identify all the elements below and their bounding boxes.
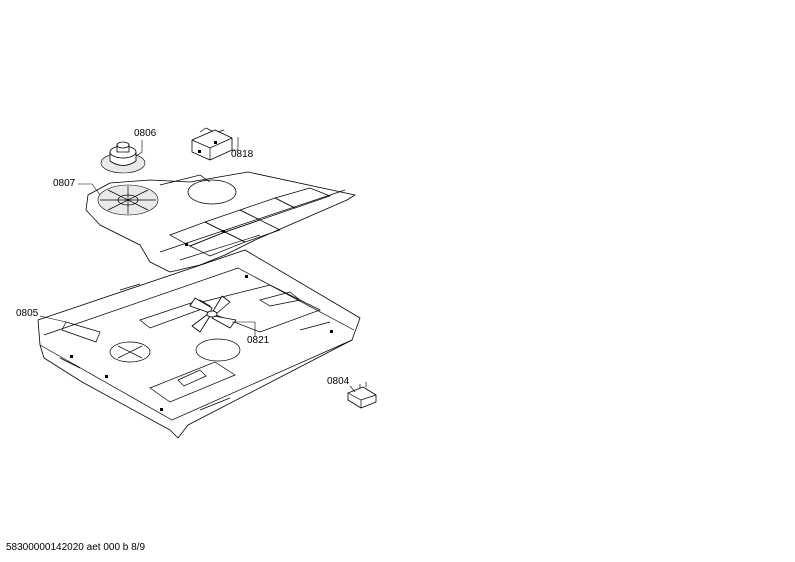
fan-housing-0807 <box>85 171 356 273</box>
callout-0807: 0807 <box>53 178 76 189</box>
callout-0804: 0804 <box>327 376 350 387</box>
fan-blade-0821 <box>189 295 237 333</box>
motor-0806 <box>100 141 146 174</box>
callout-0821: 0821 <box>247 335 270 346</box>
callout-0805: 0805 <box>16 308 39 319</box>
leader-0805 <box>39 315 67 323</box>
callout-0806: 0806 <box>134 128 157 139</box>
leader-0807 <box>78 183 101 196</box>
control-module-0818 <box>191 127 233 161</box>
document-reference: 58300000142020 aet 000 b 8/9 <box>6 542 146 553</box>
base-plate-0805 <box>37 249 361 439</box>
leader-0806 <box>135 140 143 157</box>
leader-0804 <box>349 385 356 393</box>
leader-0821 <box>232 321 256 336</box>
callout-0818: 0818 <box>231 149 254 160</box>
thermostat-0804 <box>347 382 377 409</box>
leader-0818 <box>232 137 239 151</box>
